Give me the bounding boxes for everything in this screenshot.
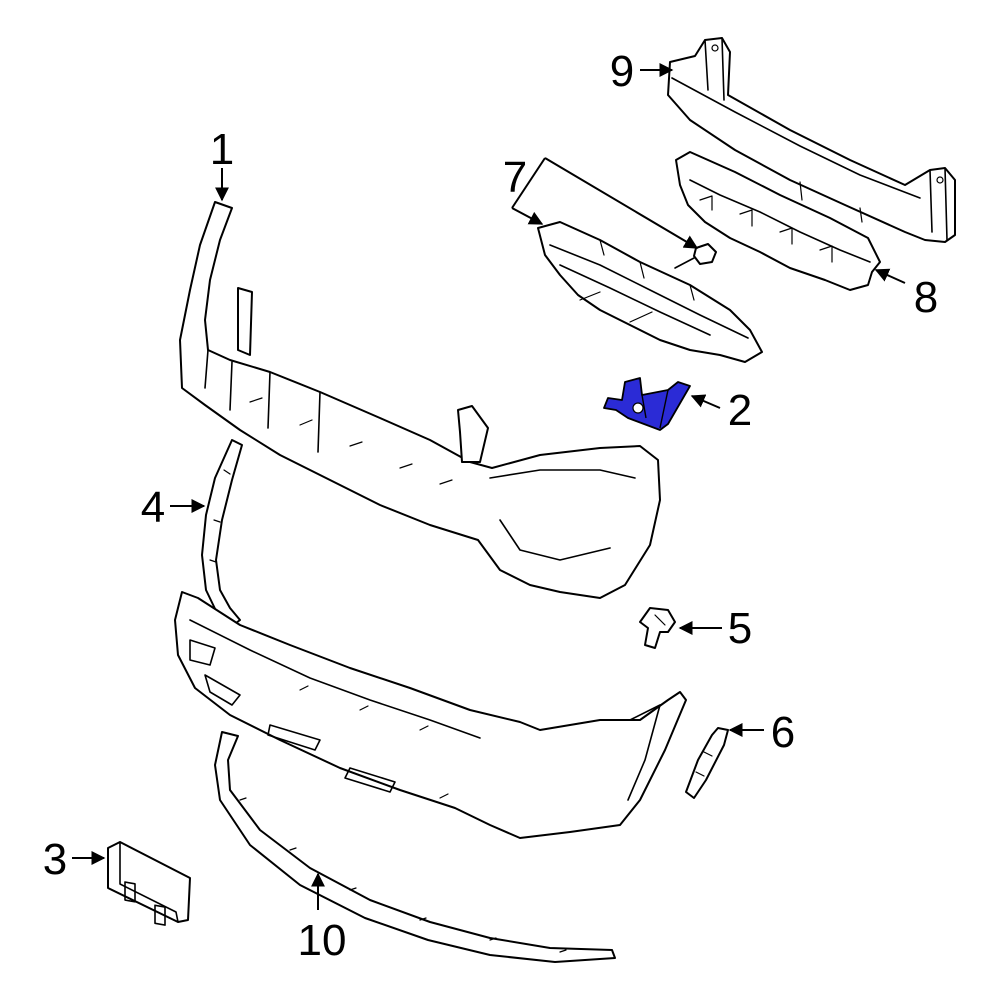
callout-8: 8 bbox=[914, 273, 938, 322]
callout-10: 10 bbox=[298, 916, 347, 965]
part-7-grille[interactable] bbox=[537, 221, 763, 363]
callout-9: 9 bbox=[610, 47, 634, 96]
part-2-bracket[interactable] bbox=[603, 377, 691, 431]
callout-4: 4 bbox=[141, 483, 165, 532]
callout-labels: 1 2 3 4 5 6 7 8 9 10 bbox=[43, 47, 938, 965]
part-10-lower-strip[interactable] bbox=[214, 731, 616, 963]
leader-lines bbox=[72, 63, 906, 910]
part-3-plate[interactable] bbox=[107, 841, 191, 926]
callout-2: 2 bbox=[728, 386, 752, 435]
part-4-trim-strip[interactable] bbox=[201, 439, 243, 627]
callout-7: 7 bbox=[503, 153, 527, 202]
callout-5: 5 bbox=[728, 604, 752, 653]
callout-6: 6 bbox=[771, 708, 795, 757]
part-5-clip[interactable] bbox=[639, 607, 676, 649]
callout-3: 3 bbox=[43, 835, 67, 884]
callout-1: 1 bbox=[210, 125, 234, 174]
part-6-side-bracket[interactable] bbox=[685, 727, 729, 799]
lower-valance[interactable] bbox=[174, 591, 687, 839]
part-8-energy-absorber[interactable] bbox=[675, 151, 881, 291]
part-9-reinforcement-bar[interactable] bbox=[667, 37, 956, 243]
part-1-bumper-cover[interactable] bbox=[179, 201, 661, 599]
